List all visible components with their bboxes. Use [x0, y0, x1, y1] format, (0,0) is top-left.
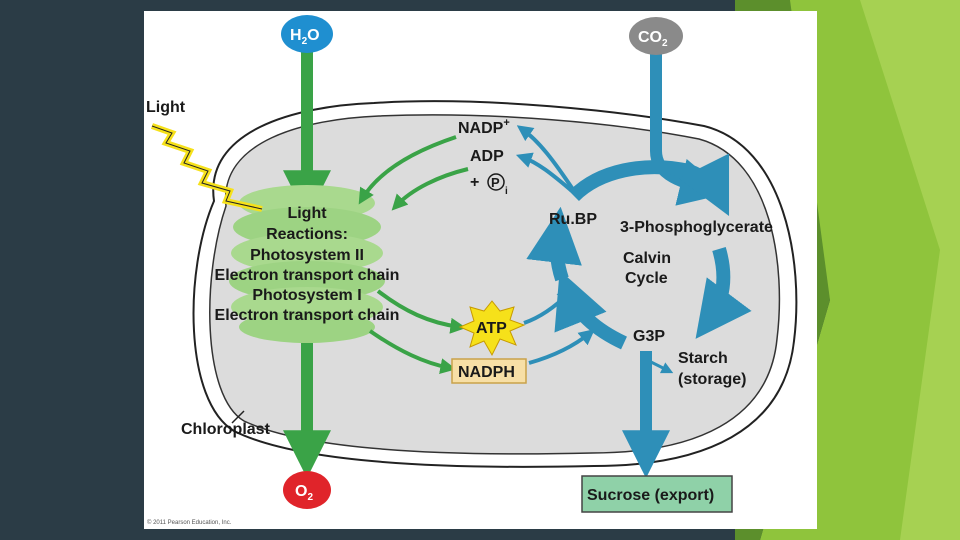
sucrose-box: [581, 475, 733, 513]
calvin-cycle-right-arrow: [695, 247, 752, 339]
to-nadph-arrow: [368, 329, 457, 375]
svg-text:CO2: CO2: [638, 29, 668, 49]
calvin-cycle-upper-arrow: [569, 153, 730, 217]
rubp-label: Ru.BP: [549, 211, 597, 228]
calvin-label-line-1: Calvin: [623, 250, 671, 267]
light-reactions-line-3: Photosystem II: [250, 247, 364, 264]
calvin-label-line-2: Cycle: [625, 270, 668, 287]
chloroplast-label: Chloroplast: [181, 421, 271, 438]
photosynthesis-diagram-image: H2O CO2 O2 Light Light Reactions: Photos…: [144, 11, 817, 529]
g3p-to-starch-arrow: [648, 359, 674, 374]
g3p-label: G3P: [633, 328, 665, 345]
co2-label: CO: [638, 29, 662, 46]
light-reactions-line-1: Light: [287, 205, 327, 222]
phosphoglycerate-label: 3-Phosphoglycerate: [620, 219, 773, 236]
svg-text:H2O: H2O: [290, 27, 320, 47]
calvin-cycle-left-arrow: [526, 206, 582, 282]
atp-starburst: [458, 300, 526, 357]
water-circle: [281, 15, 333, 53]
copyright-text: © 2011 Pearson Education, Inc.: [147, 519, 232, 526]
co2-circle: [629, 17, 683, 55]
phosphate-i-label: i: [505, 186, 508, 197]
starch-label-line-2: (storage): [678, 371, 746, 388]
light-reactions-line-5: Photosystem I: [252, 287, 361, 304]
nadph-label: NADPH: [458, 364, 515, 381]
light-label: Light: [146, 99, 186, 116]
co2-subscript: 2: [662, 38, 668, 49]
oxygen-subscript: 2: [307, 492, 313, 503]
phosphate-p-label: P: [491, 175, 500, 190]
slide-accent-light-shape: [860, 0, 960, 540]
water-subscript: 2: [302, 36, 308, 47]
atp-label: ATP: [476, 320, 507, 337]
sucrose-label: Sucrose (export): [587, 487, 714, 504]
nadp-return-arrow: [358, 135, 457, 205]
water-label: H: [290, 27, 302, 44]
light-reactions-line-4: Electron transport chain: [215, 267, 400, 284]
svg-text:O2: O2: [295, 483, 313, 503]
oxygen-circle: [283, 471, 331, 509]
to-atp-arrow: [376, 289, 467, 334]
water-o-label: O: [307, 27, 319, 44]
chloroplast-leader-line: [231, 410, 245, 424]
phosphate-circle: [487, 173, 505, 191]
nadph-to-cycle-arrow: [528, 328, 595, 365]
plus-label: +: [470, 174, 479, 191]
nadp-label: NADP: [458, 120, 504, 137]
light-reactions-label: Light Reactions: Photosystem II Electron…: [215, 205, 400, 324]
thylakoid-stack: [229, 185, 385, 343]
light-reactions-line-2: Reactions:: [266, 226, 348, 243]
oxygen-label: O: [295, 483, 307, 500]
adp-return-arrow: [391, 167, 469, 211]
calvin-cycle-lower-arrow: [554, 270, 628, 350]
adp-label: ADP: [470, 148, 504, 165]
nadph-box: [451, 358, 527, 384]
cycle-to-nadp-arrow: [516, 125, 576, 193]
svg-text:NADP+: NADP+: [458, 117, 510, 137]
starch-label-line-1: Starch: [678, 350, 728, 367]
cycle-to-adp-arrow: [515, 152, 574, 193]
nadp-superscript: +: [503, 117, 509, 129]
light-reactions-line-6: Electron transport chain: [215, 307, 400, 324]
